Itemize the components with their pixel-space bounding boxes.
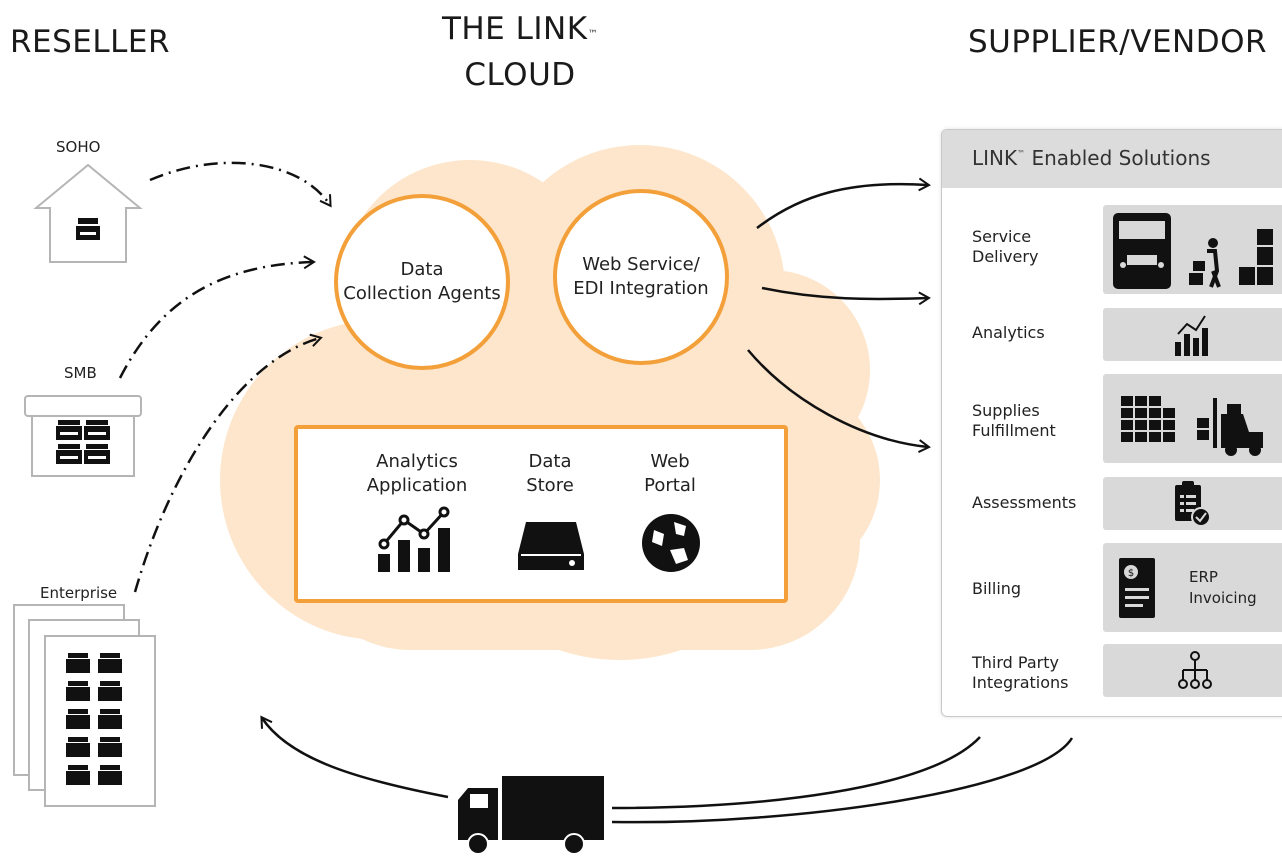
cloud-heading-line1: THE LINK [441, 11, 588, 47]
hierarchy-icon [1178, 651, 1212, 689]
panel-title-suffix: Enabled Solutions [1025, 146, 1211, 170]
cloud-components-box [294, 425, 788, 603]
boxes-forklift-icon [1121, 396, 1263, 456]
cloud-heading: THE LINK™ CLOUD [440, 6, 600, 98]
invoice-icon: $ [1119, 558, 1155, 618]
smb-label: SMB [64, 364, 97, 382]
circle-right-line1: Web Service/ [582, 254, 700, 275]
hard-drive-icon [518, 522, 584, 570]
panel-title-prefix: LINK [972, 146, 1018, 170]
circle-right-line2: EDI Integration [573, 278, 709, 299]
row-label-analytics: Analytics [972, 323, 1045, 342]
row-label-assessments: Assessments [972, 493, 1077, 512]
row-label-line1: Third Party [972, 653, 1059, 672]
erp-line1: ERP [1189, 568, 1218, 586]
analytics-application-line2: Application [366, 475, 468, 496]
row-label-line2: Fulfillment [972, 421, 1056, 440]
web-service-edi-circle: Web Service/EDI Integration [553, 189, 729, 365]
row-label-line1: Service [972, 227, 1032, 246]
box-printers-icon [24, 395, 142, 477]
globe-icon [642, 514, 700, 572]
house-printer-icon [33, 163, 143, 263]
row-label-line2: Delivery [972, 247, 1039, 266]
service-delivery-tile [1103, 205, 1282, 294]
soho-label: SOHO [56, 138, 101, 156]
third-party-integrations-tile [1103, 644, 1282, 697]
erp-line2: Invoicing [1189, 589, 1257, 607]
panel-title: LINK™ Enabled Solutions [972, 146, 1211, 170]
billing-tile: $ ERP Invoicing [1103, 543, 1282, 632]
analytics-application-line1: Analytics [376, 451, 458, 472]
row-label-line1: Supplies [972, 401, 1040, 420]
data-store-line1: Data [528, 451, 572, 472]
panel-title-tm: ™ [1017, 149, 1026, 158]
data-store-line2: Store [526, 475, 574, 496]
assessments-tile [1103, 477, 1282, 530]
circle-left-line2: Collection Agents [343, 283, 501, 304]
reseller-arrows [118, 161, 332, 593]
panel-header [942, 130, 1282, 188]
truck-dolly-boxes-icon [1113, 213, 1273, 289]
analytics-tile [1103, 308, 1282, 361]
cloud-heading-line2: CLOUD [464, 57, 576, 93]
row-label-billing: Billing [972, 579, 1022, 598]
circle-left-line1: Data [400, 259, 444, 280]
reseller-heading: RESELLER [10, 24, 171, 60]
return-arrows [260, 715, 1074, 824]
clipboard-check-icon [1175, 481, 1211, 527]
svg-text:$: $ [1128, 568, 1134, 579]
supplier-heading: SUPPLIER/VENDOR [968, 24, 1268, 60]
supplies-fulfillment-tile [1103, 374, 1282, 463]
chart-icon [1175, 315, 1208, 356]
erp-invoicing-label: ERP Invoicing [1189, 567, 1257, 609]
vendor-arrows [747, 177, 931, 453]
row-label-line2: Integrations [972, 673, 1069, 692]
trademark-mark: ™ [587, 29, 599, 40]
bar-line-chart-icon [378, 506, 450, 572]
stacked-printers-icon [13, 604, 156, 807]
web-portal-line1: Web [650, 451, 690, 472]
enterprise-label: Enterprise [40, 584, 118, 602]
web-portal-line2: Portal [644, 475, 696, 496]
delivery-truck-icon [458, 776, 604, 855]
